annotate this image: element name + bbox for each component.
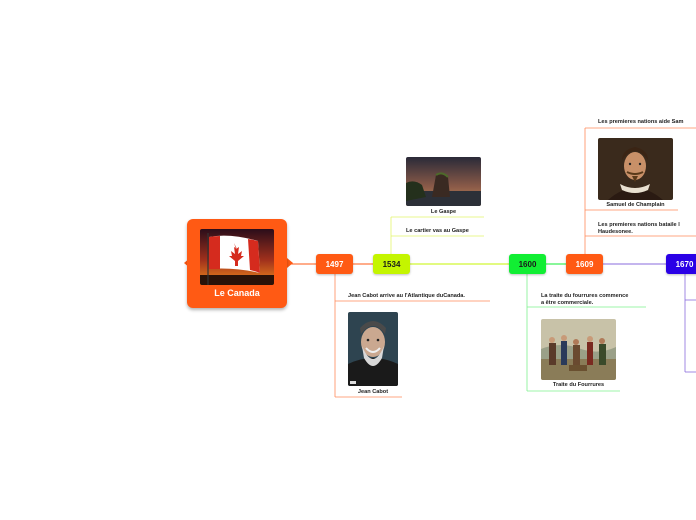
year-node-1600[interactable]: 1600: [509, 254, 546, 274]
fur-trade-painting: [541, 319, 616, 380]
fur-trade-caption: Traite du Fourrures: [541, 382, 616, 388]
champlain-portrait: [598, 138, 673, 200]
battle-line-1: Les premieres nations bataile l: [598, 222, 680, 229]
fur-trade-line-2: a être commerciale.: [541, 300, 628, 307]
first-nations-battle-topic[interactable]: Les premieres nations bataile l Haudeson…: [598, 222, 680, 235]
cartier-topic[interactable]: Le cartier vas au Gaspe: [406, 228, 469, 235]
champlain-caption: Samuel de Champlain: [598, 202, 673, 208]
central-title: Le Canada: [187, 288, 287, 298]
central-topic[interactable]: Le Canada: [187, 219, 287, 308]
year-node-1534[interactable]: 1534: [373, 254, 410, 274]
jean-cabot-portrait: [348, 312, 398, 386]
fur-trade-line-1: La traite du fourrures commence: [541, 293, 628, 300]
jean-cabot-caption: Jean Cabot: [348, 389, 398, 395]
fur-trade-topic[interactable]: La traite du fourrures commence a être c…: [541, 293, 628, 306]
year-node-1609[interactable]: 1609: [566, 254, 603, 274]
year-node-1670[interactable]: 1670: [666, 254, 696, 274]
cabot-topic[interactable]: Jean Cabot arrive au l'Atlantique duCana…: [348, 293, 465, 300]
first-nations-help-topic[interactable]: Les premieres nations aide Sam: [598, 119, 684, 126]
gaspe-photo: [406, 157, 481, 206]
canada-flag-image: [200, 229, 274, 285]
battle-line-2: Haudesonee.: [598, 229, 680, 236]
year-node-1497[interactable]: 1497: [316, 254, 353, 274]
gaspe-caption: Le Gaspe: [406, 209, 481, 215]
